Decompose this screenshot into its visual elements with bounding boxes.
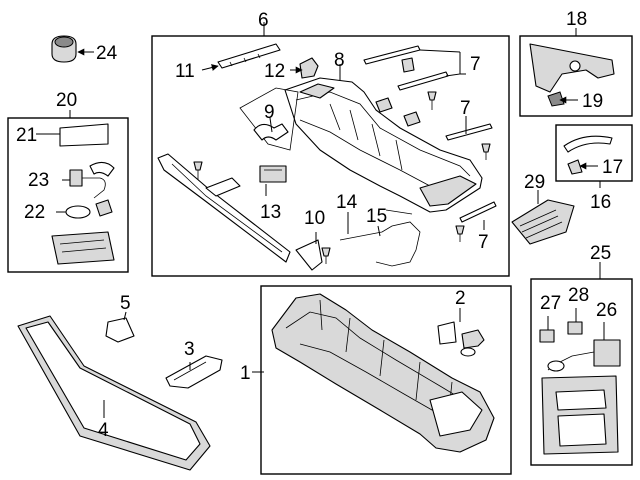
callout-18: 18 <box>566 9 587 30</box>
callout-7c: 7 <box>478 232 489 253</box>
callout-22: 22 <box>24 202 45 223</box>
vent-part-29 <box>511 199 575 245</box>
callout-26: 26 <box>596 300 617 321</box>
console-base-part-1 <box>271 293 495 453</box>
callout-3: 3 <box>184 339 195 360</box>
fastener-part-28 <box>567 321 583 335</box>
clip-part-17 <box>567 159 583 175</box>
callout-20: 20 <box>56 90 77 111</box>
callout-4: 4 <box>98 420 109 441</box>
callout-5: 5 <box>120 293 131 314</box>
callout-8: 8 <box>334 50 345 71</box>
strip-part-11 <box>217 43 281 69</box>
callout-15: 15 <box>366 206 387 227</box>
strip-part-7c <box>445 123 493 141</box>
rear-panel-part-25 <box>541 375 619 455</box>
lamp-part-22 <box>65 199 113 219</box>
socket-part-26 <box>547 339 621 372</box>
callout-6: 6 <box>258 10 269 31</box>
trim-plate-part-18 <box>529 43 615 93</box>
clip-part-12 <box>299 57 319 79</box>
callout-14: 14 <box>336 192 358 213</box>
callout-25: 25 <box>590 243 611 264</box>
strip-part-7b <box>397 71 449 91</box>
cupholder-part <box>51 231 115 265</box>
screws <box>193 91 491 264</box>
callout-24: 24 <box>96 43 118 64</box>
pad-part-13 <box>259 165 287 183</box>
seal-part-15 <box>339 221 421 267</box>
bracket-part-3 <box>165 355 223 389</box>
console-base-box <box>260 285 512 475</box>
fastener-part-27 <box>539 329 555 343</box>
console-assembly-box <box>151 35 510 277</box>
seal-part-14 <box>385 209 413 215</box>
cupholder-kit-box <box>7 117 129 273</box>
callout-19: 19 <box>582 91 603 112</box>
lower-trim-part-4 <box>17 315 211 471</box>
callout-1: 1 <box>240 363 251 384</box>
clip-part-7b <box>403 111 421 127</box>
mat-part-21 <box>59 123 109 147</box>
callout-29: 29 <box>524 172 545 193</box>
clip-part-5 <box>105 317 135 343</box>
strip-part-7d <box>459 201 497 223</box>
clip-part-7a <box>401 57 415 73</box>
bracket-part-9 <box>253 123 289 141</box>
callout-17: 17 <box>602 157 623 178</box>
rear-panel-box <box>530 278 633 466</box>
clip-part-19 <box>547 91 565 107</box>
callout-27: 27 <box>540 293 561 314</box>
cap-part <box>51 35 77 63</box>
console-main-part <box>284 77 483 213</box>
bezel-part-16 <box>563 135 613 153</box>
callout-7b: 7 <box>460 98 471 119</box>
lamp-part-23 <box>69 161 115 199</box>
callout-23: 23 <box>28 170 49 191</box>
clip-part-2a <box>437 321 457 345</box>
callout-2: 2 <box>455 288 466 309</box>
clip-part-7c <box>375 97 393 113</box>
bracket-part-10 <box>295 239 323 271</box>
clip-strip <box>205 177 241 197</box>
callout-12: 12 <box>264 61 285 82</box>
callout-7a: 7 <box>470 54 481 75</box>
side-trim-part <box>157 153 291 263</box>
bezel-box <box>555 124 633 182</box>
clip-part-2b <box>460 329 485 357</box>
callout-21: 21 <box>16 125 37 146</box>
callout-11: 11 <box>175 61 195 82</box>
callout-10: 10 <box>304 208 325 229</box>
callout-9: 9 <box>264 102 275 123</box>
callout-28: 28 <box>568 285 589 306</box>
callout-13: 13 <box>260 202 281 223</box>
callout-16: 16 <box>590 192 611 213</box>
